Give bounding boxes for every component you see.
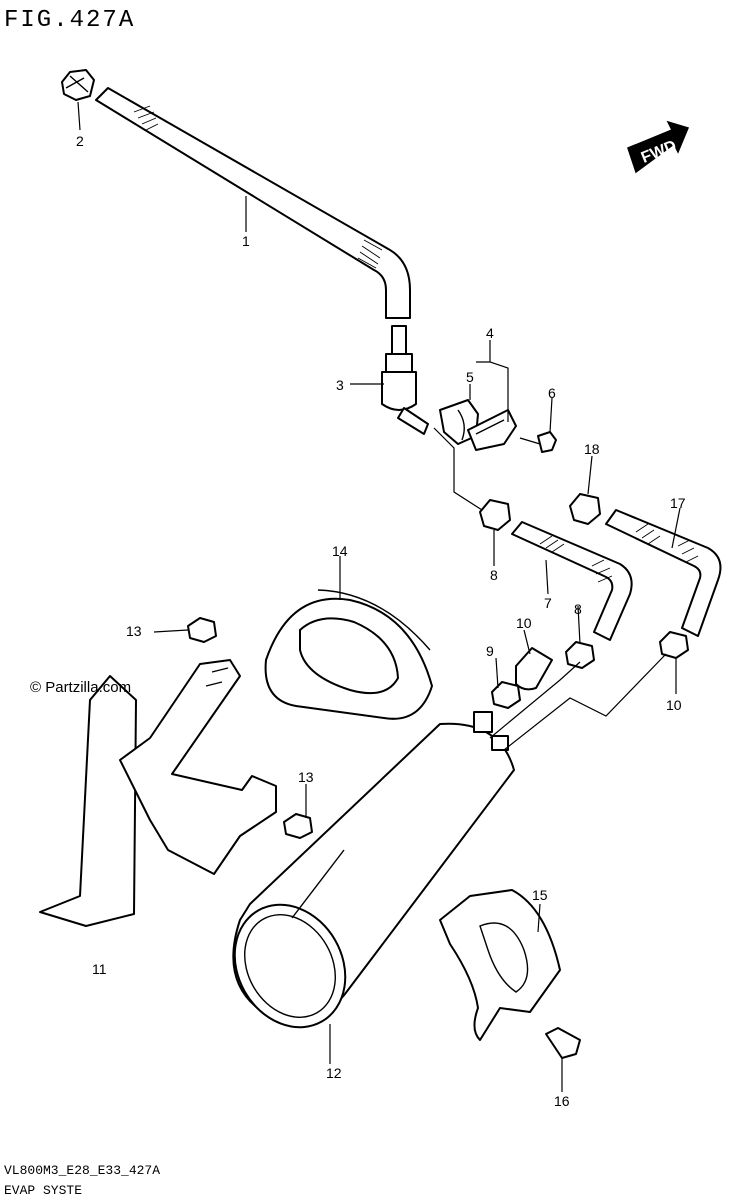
- callout-10-right: 10: [666, 697, 682, 713]
- clip-part-8-upper[interactable]: [479, 499, 511, 531]
- bracket-part-12[interactable]: [39, 659, 277, 927]
- mount-part-16[interactable]: [264, 589, 433, 720]
- hose-part-11[interactable]: [515, 647, 553, 691]
- screw-part-15[interactable]: [545, 1027, 581, 1059]
- clip-part-18[interactable]: [569, 493, 601, 525]
- hose-part-7[interactable]: [511, 521, 633, 641]
- valve-part-3[interactable]: [381, 325, 429, 435]
- fwd-arrow-icon: FWD: [627, 120, 690, 174]
- callout-4: 4: [486, 325, 494, 341]
- screw-part-13-lower[interactable]: [283, 813, 313, 839]
- hose-part-1[interactable]: [95, 87, 411, 319]
- callout-16: 14: [332, 543, 348, 559]
- clip-part-10-left[interactable]: [491, 681, 521, 709]
- callout-12: 11: [92, 961, 107, 977]
- callout-2: 2: [76, 133, 84, 149]
- callout-5: 5: [466, 369, 474, 385]
- screw-part-13-upper[interactable]: [187, 617, 217, 643]
- figure-title: FIG.427A: [4, 7, 135, 34]
- callout-3: 3: [336, 377, 344, 393]
- callout-14: 15: [532, 887, 548, 903]
- clamp-part-4[interactable]: [467, 409, 517, 451]
- callout-11: 10: [516, 615, 532, 631]
- callout-9: 12: [326, 1065, 342, 1081]
- clamp-part-14[interactable]: [439, 889, 561, 1041]
- bolt-part-6[interactable]: [519, 431, 557, 453]
- hose-part-17[interactable]: [605, 509, 722, 637]
- watermark: © Partzilla.com: [30, 679, 131, 696]
- figure-caption: EVAP SYSTE: [4, 1183, 82, 1198]
- callout-1: 1: [242, 233, 250, 249]
- callout-15: 16: [554, 1093, 570, 1109]
- canister-part-9[interactable]: [213, 711, 515, 1047]
- callout-18: 18: [584, 441, 600, 457]
- callout-10-left: 9: [486, 643, 494, 659]
- figure-code: VL800M3_E28_E33_427A: [4, 1163, 160, 1178]
- callout-8-lower: 8: [574, 601, 582, 617]
- callout-7: 7: [544, 595, 552, 611]
- leader-lines: [77, 101, 681, 1092]
- clip-part-2[interactable]: [61, 69, 95, 101]
- callout-13-lower: 13: [298, 769, 314, 785]
- clip-part-10-right[interactable]: [659, 631, 689, 659]
- clip-part-8-lower[interactable]: [565, 641, 595, 669]
- callout-8-upper: 8: [490, 567, 498, 583]
- callout-17: 17: [670, 495, 686, 511]
- callout-13-upper: 13: [126, 623, 142, 639]
- callout-6: 6: [548, 385, 556, 401]
